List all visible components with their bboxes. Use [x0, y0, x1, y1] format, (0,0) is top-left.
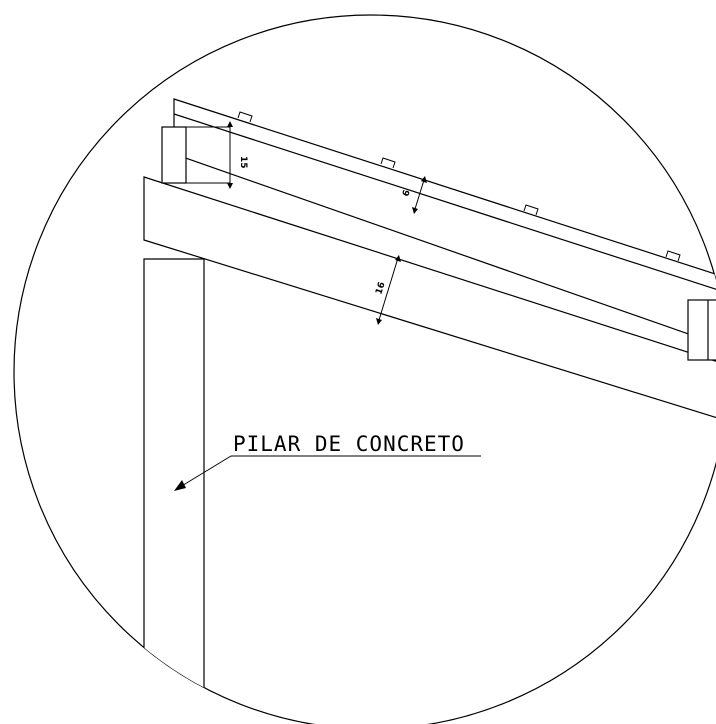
- dim-arrow: [412, 207, 418, 214]
- tile-clip: [523, 204, 539, 216]
- purlin-left: [161, 126, 187, 184]
- dim-arrow: [395, 255, 401, 262]
- callout-label: PILAR DE CONCRETO: [233, 432, 465, 456]
- tile-clip: [665, 250, 681, 262]
- rafter-board-line: [173, 113, 716, 298]
- tile-clip: [237, 111, 253, 123]
- dim-label-6: 6: [401, 189, 412, 198]
- dim-line-16: [378, 257, 399, 321]
- dim-arrow: [376, 318, 382, 325]
- leader-line: [179, 455, 232, 488]
- dim-arrow: [421, 176, 427, 183]
- tile-clip: [380, 157, 396, 169]
- dim-label-15: 15: [238, 156, 248, 169]
- sloped-beam: [143, 176, 716, 426]
- detail-circle: [13, 14, 716, 724]
- leader-arrowhead: [174, 480, 186, 491]
- dim-arrow: [227, 183, 233, 189]
- dim-arrow: [227, 121, 233, 127]
- purlin-right: [687, 299, 716, 361]
- dim-label-16: 16: [374, 281, 387, 296]
- concrete-pillar: [143, 258, 205, 724]
- dim-line-6: [414, 179, 425, 210]
